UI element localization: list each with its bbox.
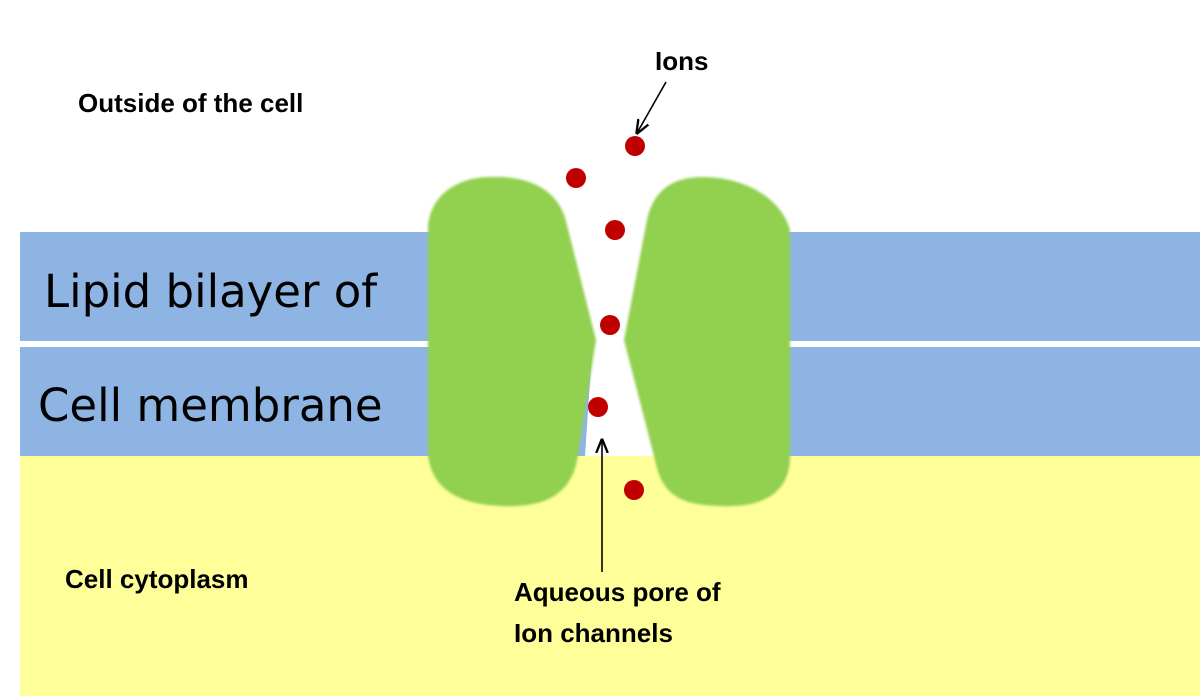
ion	[566, 168, 586, 188]
ions-label: Ions	[655, 46, 708, 76]
ion	[624, 480, 644, 500]
pore-label-line2: Ion channels	[514, 618, 673, 648]
pore-label-line1: Aqueous pore of	[514, 577, 721, 607]
outside-region	[0, 0, 1200, 232]
channel-protein-right	[624, 176, 790, 507]
ion	[600, 315, 620, 335]
ion	[605, 220, 625, 240]
ion	[625, 136, 645, 156]
cytoplasm-region	[20, 456, 1200, 696]
channel-protein-left	[428, 176, 596, 507]
ions-arrow	[637, 81, 667, 133]
outside-label: Outside of the cell	[78, 88, 303, 118]
ion	[588, 397, 608, 417]
cytoplasm-label: Cell cytoplasm	[65, 564, 249, 594]
membrane-label-line2: Cell membrane	[38, 379, 383, 432]
membrane-label-line1: Lipid bilayer of	[44, 265, 378, 318]
